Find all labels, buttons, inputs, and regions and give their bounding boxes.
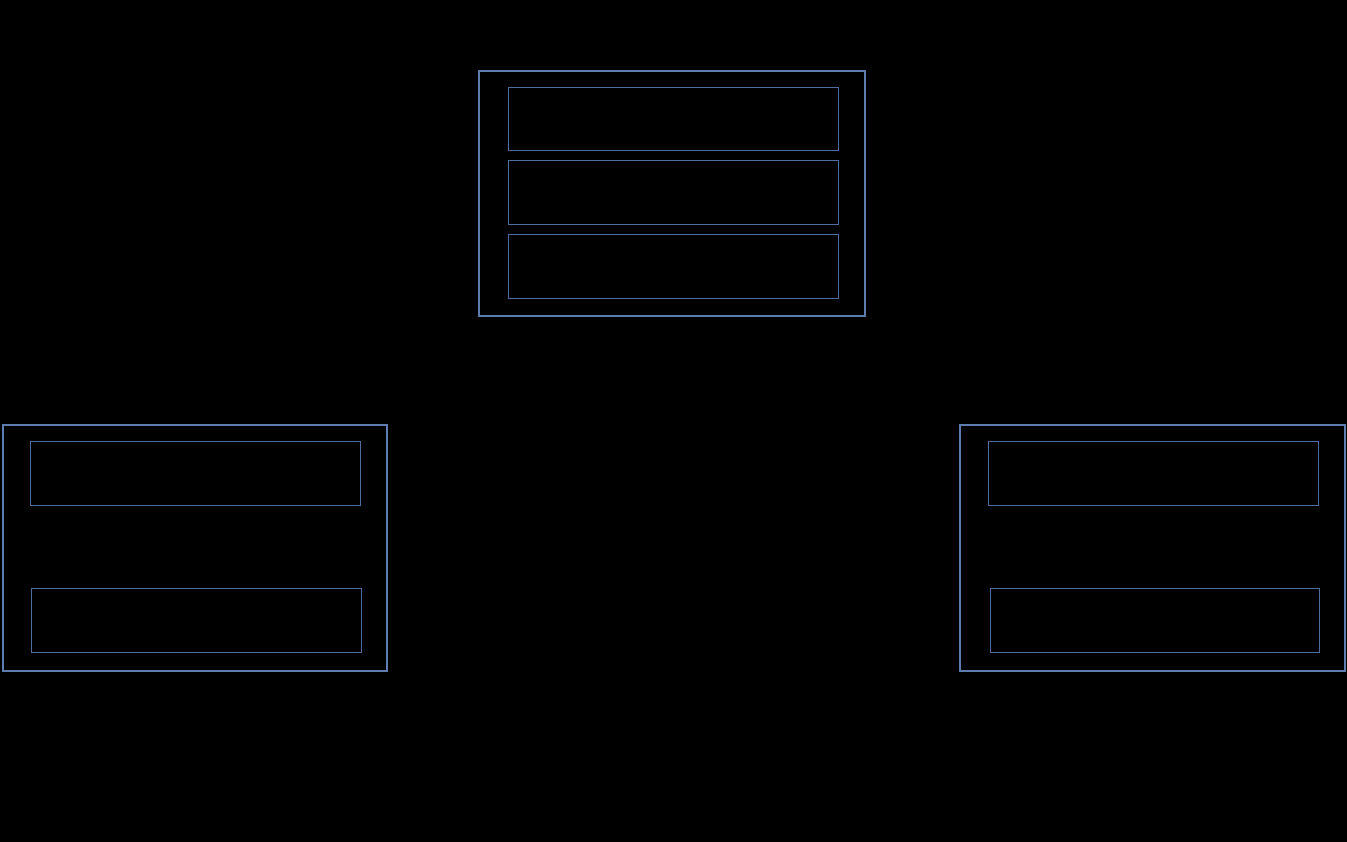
inner-node[interactable] [508, 87, 839, 151]
inner-node[interactable] [990, 588, 1320, 653]
inner-node[interactable] [30, 441, 361, 506]
inner-node[interactable] [31, 588, 362, 653]
inner-node[interactable] [508, 160, 839, 225]
inner-node[interactable] [508, 234, 839, 299]
inner-node[interactable] [988, 441, 1319, 506]
